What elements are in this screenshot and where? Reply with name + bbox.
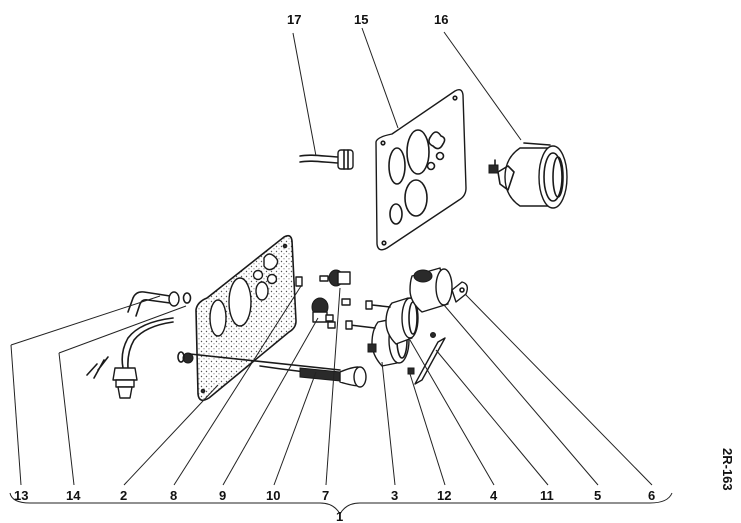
- part-11-bracket: [414, 332, 446, 385]
- callout-5: 5: [594, 488, 601, 503]
- part-2-instrument-panel: [195, 234, 297, 402]
- callout-15: 15: [354, 12, 368, 27]
- grouping-brace: [9, 492, 673, 516]
- part-13-elbow-pipe: [127, 291, 192, 317]
- callout-17: 17: [287, 12, 301, 27]
- callout-14: 14: [66, 488, 81, 503]
- part-17-connector: [299, 149, 354, 170]
- part-15-gasket: [375, 88, 467, 251]
- part-14-tube-sender: [86, 317, 174, 399]
- callout-6: 6: [648, 488, 655, 503]
- callout-9: 9: [219, 488, 226, 503]
- callout-4: 4: [490, 488, 498, 503]
- part-16-gauge: [488, 142, 568, 209]
- part-4-gauge: [365, 297, 419, 345]
- part-10-choke-cable: [189, 353, 367, 388]
- callout-13: 13: [14, 488, 28, 503]
- callout-7: 7: [322, 488, 329, 503]
- callout-12: 12: [437, 488, 451, 503]
- callout-3: 3: [391, 488, 398, 503]
- callout-labels: 17 15 16 13 14 2 8 9 10 7 3 12 4 11 5 6 …: [14, 12, 655, 523]
- callout-11: 11: [540, 488, 554, 503]
- callout-8: 8: [170, 488, 177, 503]
- part-7-lamp: [319, 269, 351, 306]
- part-12-nut: [407, 367, 415, 375]
- callout-10: 10: [266, 488, 280, 503]
- callout-2: 2: [120, 488, 127, 503]
- callout-16: 16: [434, 12, 448, 27]
- panel-fasteners: [177, 276, 303, 364]
- figure-code: 2R-163: [720, 448, 735, 491]
- part-5-switch-body: [409, 267, 469, 313]
- callout-1: 1: [336, 509, 343, 523]
- part-9-switch: [311, 297, 336, 329]
- leader-lines: [10, 27, 653, 486]
